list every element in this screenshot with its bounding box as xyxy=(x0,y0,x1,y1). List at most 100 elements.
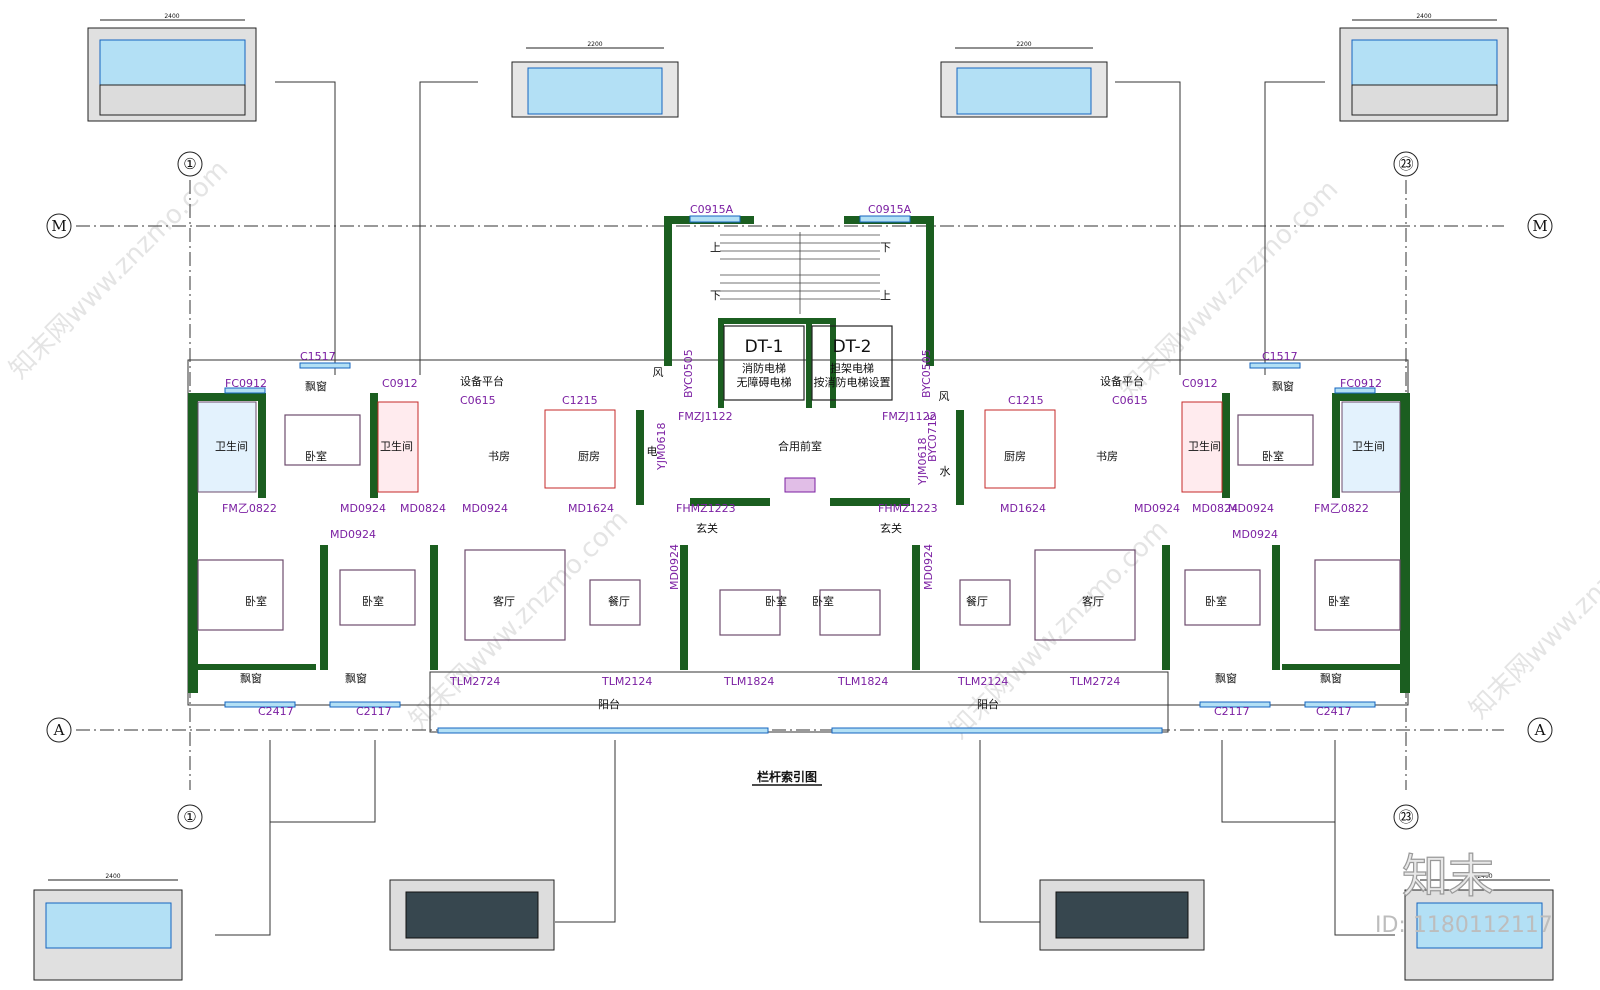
door-code: FM乙0822 xyxy=(1314,502,1369,515)
svg-text:2200: 2200 xyxy=(587,41,602,48)
svg-text:2400: 2400 xyxy=(105,873,120,880)
stair-up-label: 上 xyxy=(710,241,721,254)
door-code: TLM2124 xyxy=(957,675,1008,688)
room-label: 卧室 xyxy=(362,594,384,608)
axis-bubble-m-left xyxy=(46,213,72,239)
shaft-code: YJM0618 xyxy=(655,423,668,471)
elevator-1-code: DT-1 xyxy=(745,337,784,357)
window-code: C0615 xyxy=(1112,394,1148,407)
axis-bubble-23-bottom xyxy=(1393,804,1419,830)
shaft-code: BYC0715 xyxy=(926,413,939,462)
svg-text:2400: 2400 xyxy=(1416,13,1431,20)
railing-detail-top-mid-left: 2200 xyxy=(511,41,679,118)
door-code: MD0824 xyxy=(1192,502,1238,515)
window-code: FC0912 xyxy=(1340,377,1382,390)
door-code: MD0924 xyxy=(462,502,508,515)
elevators xyxy=(723,325,893,401)
window-code: C0915A xyxy=(868,203,912,216)
railing-detail-top-right: 2400 xyxy=(1339,13,1509,122)
stair-up-label: 上 xyxy=(880,289,891,302)
room-label: 卫生间 xyxy=(1188,439,1221,453)
stair xyxy=(720,232,880,314)
watermark-text: 知末网www.znzmo.com xyxy=(1114,174,1345,405)
water-room-label: 水 xyxy=(940,465,951,478)
room-label: 飘窗 xyxy=(240,671,262,685)
elevator-2-desc: 担架电梯 xyxy=(830,361,874,375)
railing-detail-bottom-mid-right xyxy=(1039,879,1205,951)
elec-room-label: 电 xyxy=(647,445,658,458)
room-label: 飘窗 xyxy=(345,671,367,685)
window-code: C1215 xyxy=(562,394,598,407)
room-label: 设备平台 xyxy=(1100,374,1144,388)
door-code: FM乙0822 xyxy=(222,502,277,515)
door-code: TLM1824 xyxy=(837,675,888,688)
railing-detail-bottom-right: 2400 xyxy=(1404,873,1554,981)
room-label: 餐厅 xyxy=(966,594,988,608)
railing-detail-top-left: 2400 xyxy=(87,13,257,122)
door-code: MD0924 xyxy=(330,528,376,541)
window-code: C0615 xyxy=(460,394,496,407)
room-label: 客厅 xyxy=(493,594,515,608)
door-code: TLM1824 xyxy=(723,675,774,688)
core-walls xyxy=(664,216,934,506)
elevator-1-desc: 消防电梯 xyxy=(742,361,786,375)
svg-text:2400: 2400 xyxy=(1477,873,1492,880)
shaft-code: BYC0505 xyxy=(682,349,695,398)
door-code: TLM2124 xyxy=(601,675,652,688)
axis-label-m: M xyxy=(1532,217,1547,235)
axis-bubble-m-right xyxy=(1527,213,1553,239)
window-code: FC0912 xyxy=(225,377,267,390)
room-label: 卧室 xyxy=(1205,594,1227,608)
lobby-label: 合用前室 xyxy=(778,439,822,453)
axis-label-a: A xyxy=(1534,721,1546,739)
room-label: 飘窗 xyxy=(1215,671,1237,685)
door-code: MD0924 xyxy=(1232,528,1278,541)
window-code: C0912 xyxy=(382,377,418,390)
room-label: 玄关 xyxy=(696,521,718,535)
glazing xyxy=(224,215,1376,734)
axis-bubbles xyxy=(46,151,1553,830)
room-label: 卧室 xyxy=(245,594,267,608)
shaft-code: BYC0505 xyxy=(920,349,933,398)
room-label: 书房 xyxy=(1096,450,1118,463)
room-label: 飘窗 xyxy=(1272,379,1294,393)
elevator-2-code: DT-2 xyxy=(833,337,872,357)
stair-down-label: 下 xyxy=(880,241,891,254)
room-label: 卫生间 xyxy=(1352,439,1385,453)
door-code: TLM2724 xyxy=(449,675,500,688)
window-code: C2117 xyxy=(356,705,392,718)
shaft-code: YJM0618 xyxy=(916,438,929,486)
axis-bubble-23-top xyxy=(1393,151,1419,177)
axis-bubble-a-right xyxy=(1527,717,1553,743)
room-label: 阳台 xyxy=(598,697,620,711)
window-code: C1517 xyxy=(300,350,336,363)
room-label: 卧室 xyxy=(765,594,787,608)
window-code: C2117 xyxy=(1214,705,1250,718)
door-code: FHMZ1223 xyxy=(676,502,736,515)
room-label: 阳台 xyxy=(977,697,999,711)
window-code: C1215 xyxy=(1008,394,1044,407)
drawing-title: 栏杆索引图 xyxy=(757,769,817,784)
svg-text:2400: 2400 xyxy=(164,13,179,20)
lobby-fixture xyxy=(784,477,816,493)
window-code: C0912 xyxy=(1182,377,1218,390)
door-code: MD1624 xyxy=(568,502,614,515)
watermark-text: 知末网www.znzmo.com xyxy=(4,154,235,385)
door-code: FMZJ1122 xyxy=(678,410,733,423)
room-label: 飘窗 xyxy=(1320,671,1342,685)
railing-detail-top-mid-right: 2200 xyxy=(940,41,1108,118)
room-label: 卧室 xyxy=(1262,449,1284,463)
room-label: 卧室 xyxy=(812,594,834,608)
vent-label: 风 xyxy=(939,390,950,403)
axis-label-23: ㉓ xyxy=(1398,808,1413,826)
room-label: 卫生间 xyxy=(380,439,413,453)
room-label: 卧室 xyxy=(1328,594,1350,608)
axis-bubble-a-left xyxy=(46,717,72,743)
door-code: MD0824 xyxy=(400,502,446,515)
elevator-1-desc: 无障碍电梯 xyxy=(737,375,792,389)
window-code: C2417 xyxy=(1316,705,1352,718)
room-label: 餐厅 xyxy=(608,594,630,608)
axis-label-m: M xyxy=(51,217,66,235)
room-label: 飘窗 xyxy=(305,379,327,393)
